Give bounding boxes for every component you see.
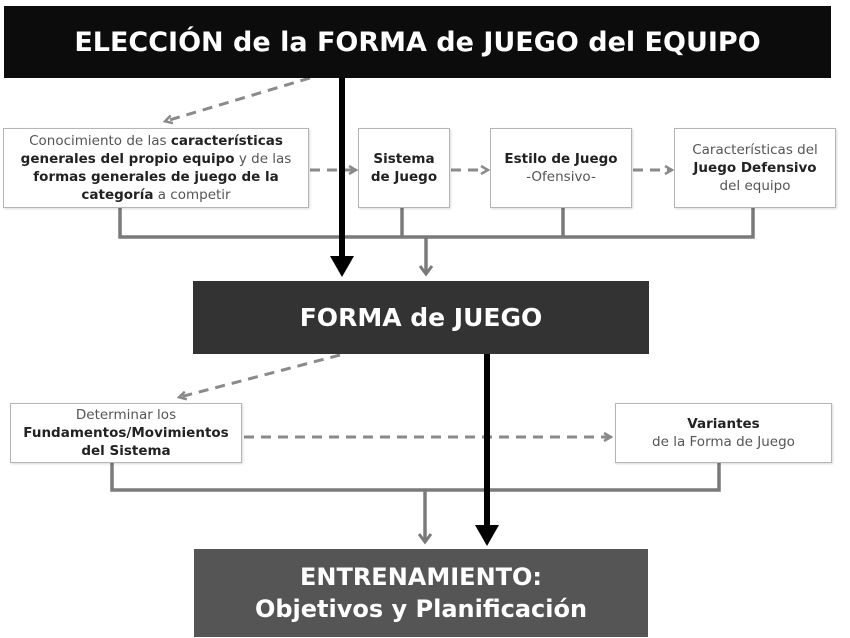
variantes-bold: Variantes — [687, 415, 760, 432]
black-arrowhead-forma — [330, 256, 354, 277]
fundamentos-box: Determinar los Fundamentos/Movimientos d… — [10, 403, 242, 463]
variantes-box: Variantes de la Forma de Juego — [615, 403, 832, 463]
dashed-arrow-forma-to-fundamentos — [180, 353, 341, 397]
sistema-line1: Sistema — [373, 150, 435, 167]
bracket-bottom-row — [110, 463, 721, 492]
defensivo-bold: Juego Defensivo — [693, 159, 817, 176]
forma-banner: FORMA de JUEGO — [193, 281, 649, 354]
estilo-box: Estilo de Juego -Ofensivo- — [490, 128, 632, 208]
estilo-line1: Estilo de Juego — [504, 150, 618, 167]
black-arrowhead-entrenamiento — [475, 525, 499, 546]
defensivo-line1: Características del — [692, 141, 818, 158]
conocimiento-text-1: Conocimiento de las — [29, 132, 171, 149]
conocimiento-text-2: y de las — [234, 150, 292, 167]
dashed-arrow-title-to-conocimiento — [166, 76, 311, 121]
conocimiento-bold-2: formas generales de juego de la categorí… — [33, 169, 279, 204]
variantes-line2: de la Forma de Juego — [652, 434, 795, 450]
fundamentos-bold1: Fundamentos/Movimientos — [23, 424, 229, 441]
fundamentos-bold2: del Sistema — [81, 443, 171, 460]
entrenamiento-banner: ENTRENAMIENTO: Objetivos y Planificación — [194, 549, 648, 637]
entrenamiento-line1: ENTRENAMIENTO: — [299, 562, 543, 591]
estilo-line2: -Ofensivo- — [526, 169, 596, 185]
conocimiento-text: Conocimiento de las características gene… — [8, 132, 304, 205]
entrenamiento-line2: Objetivos y Planificación — [254, 595, 588, 623]
defensivo-line3: del equipo — [719, 178, 791, 195]
conocimiento-text-3: a competir — [153, 187, 231, 204]
title-text: ELECCIÓN de la FORMA de JUEGO del EQUIPO — [74, 26, 761, 58]
bracket-top-row — [118, 208, 755, 239]
conocimiento-box: Conocimiento de las características gene… — [3, 128, 309, 208]
title-banner: ELECCIÓN de la FORMA de JUEGO del EQUIPO — [4, 6, 831, 78]
fundamentos-line1: Determinar los — [75, 406, 177, 423]
sistema-box: Sistema de Juego — [358, 128, 450, 208]
forma-text: FORMA de JUEGO — [299, 303, 543, 332]
conocimiento-bold-1: características generales del propio equ… — [20, 132, 283, 167]
sistema-line2: de Juego — [370, 169, 438, 185]
defensivo-box: Características del Juego Defensivo del … — [674, 128, 836, 208]
